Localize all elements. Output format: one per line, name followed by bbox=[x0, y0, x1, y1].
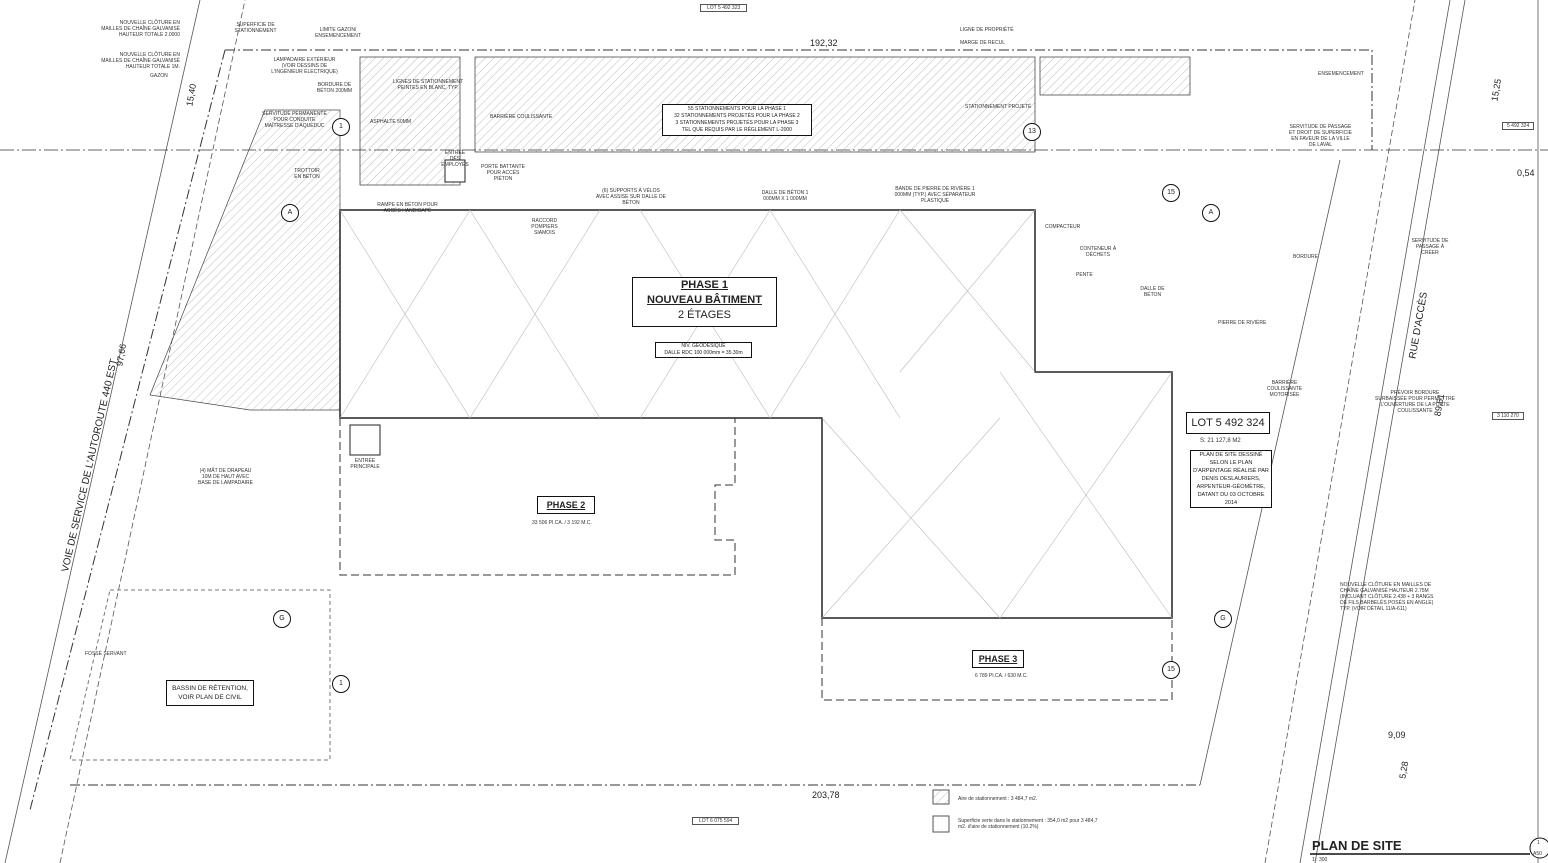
annotation: BANDE DE PIERRE DE RIVIÈRE 1 000mm (TYP.… bbox=[894, 186, 976, 204]
note-line: 32 STATIONNEMENTS PROJETÉS POUR LA PHASE… bbox=[674, 113, 800, 119]
annotation: LIMITE GAZON/ ENSEMENCEMENT bbox=[315, 27, 361, 39]
grid-bubble: 15 bbox=[1162, 184, 1180, 202]
annotation: ENTRÉE PRINCIPALE bbox=[350, 458, 380, 470]
annotation: SUPERFICIE DE STATIONNEMENT bbox=[234, 22, 277, 34]
legend-parking: Aire de stationnement : 3 484,7 m2. bbox=[958, 796, 1038, 802]
sheet-number: 1 bbox=[1537, 840, 1540, 846]
annotation: BARRIÈRE COULISSANTE bbox=[490, 114, 553, 120]
retention-basin-note: BASSIN DE RÉTENTION, VOIR PLAN DE CIVIL bbox=[166, 680, 254, 706]
annotation: LIGNE DE PROPRIÉTÉ bbox=[960, 27, 1014, 33]
annotation: TROTTOIR EN BÉTON bbox=[294, 168, 320, 180]
grid-bubble: 1 bbox=[332, 118, 350, 136]
annotation: SERVITUDE DE PASSAGE À CRÉER bbox=[1411, 238, 1449, 256]
annotation: DALLE DE BÉTON 1 000mm X 1 000mm bbox=[761, 190, 809, 202]
annotation: PENTE bbox=[1076, 272, 1093, 278]
survey-note: PLAN DE SITE DESSINÉ SELON LE PLAN D'ARP… bbox=[1190, 450, 1272, 508]
phase-2-outline bbox=[339, 418, 736, 576]
note-line: TEL QUE REQUIS PAR LE RÈGLEMENT L-2000 bbox=[682, 127, 792, 133]
drawing-title: PLAN DE SITE bbox=[1312, 838, 1402, 853]
annotation: (4) MÂT DE DRAPEAU 10m DE HAUT AVEC BASE… bbox=[198, 468, 253, 486]
annotation: LAMPADAIRE EXTÉRIEUR (VOIR DESSINS DE L'… bbox=[271, 57, 338, 75]
lot-box: LOT 5 492 324 bbox=[1186, 412, 1270, 434]
phase-3-outline bbox=[821, 618, 1173, 701]
building-phase-1 bbox=[339, 209, 1173, 619]
phase-1-box: PHASE 1 NOUVEAU BÂTIMENT 2 ÉTAGES bbox=[632, 277, 777, 327]
annotation: ENTRÉE DES EMPLOYÉS bbox=[441, 150, 469, 168]
drawing-scale: 1 : 300 bbox=[1312, 857, 1328, 863]
grid-bubble: 13 bbox=[1023, 123, 1041, 141]
phase-3-box: PHASE 3 bbox=[972, 650, 1024, 668]
annotation: SERVITUDE PERMANENTE POUR CONDUITE MAÎTR… bbox=[262, 111, 327, 129]
annotation: DALLE DE BÉTON bbox=[1140, 286, 1165, 298]
annotation: RACCORD POMPIERS SIAMOIS bbox=[531, 218, 558, 236]
sheet-ref: A50 bbox=[1533, 851, 1542, 857]
note-line: 3 STATIONNEMENTS PROJETÉS POUR LA PHASE … bbox=[675, 120, 799, 126]
phase-1-floors: 2 ÉTAGES bbox=[678, 309, 731, 321]
annotation: COMPACTEUR bbox=[1045, 224, 1081, 230]
annotation: PORTE BATTANTE POUR ACCÈS PIÉTON bbox=[481, 164, 525, 182]
phase-2-area: 33 506 PI.CA. / 3 192 M.C. bbox=[532, 520, 592, 526]
grid-bubble: 1 bbox=[332, 675, 350, 693]
lot-area: S: 21 127,8 m2 bbox=[1200, 438, 1241, 444]
dim-right-054: 0,54 bbox=[1517, 168, 1535, 178]
parking-count-note: 55 STATIONNEMENTS POUR LA PHASE 1 32 STA… bbox=[662, 104, 812, 136]
annotation: BORDURE bbox=[1293, 254, 1319, 260]
annotation: GAZON bbox=[150, 73, 168, 79]
phase-2-box: PHASE 2 bbox=[537, 496, 595, 514]
dim-top: 192,32 bbox=[810, 38, 838, 48]
geodetic-value: DALLE RDC 100 000mm = 35.30m bbox=[664, 350, 743, 356]
right-lot-ref: 5 492 324 bbox=[1502, 122, 1535, 130]
annotation: SERVITUDE DE PASSAGE ET DROIT DE SUPERFI… bbox=[1289, 124, 1352, 148]
annotation: BARRIÈRE COULISSANTE MOTORISÉE bbox=[1266, 380, 1303, 398]
dim-right-bottom: 9,09 bbox=[1388, 730, 1406, 740]
grid-bubble: A bbox=[1202, 204, 1220, 222]
annotation: MARGE DE RECUL bbox=[960, 40, 1006, 46]
grid-bubble: G bbox=[1214, 610, 1232, 628]
grid-bubble: 15 bbox=[1162, 661, 1180, 679]
legend-parking-swatch bbox=[932, 789, 950, 805]
annotation: PIERRE DE RIVIÈRE bbox=[1218, 320, 1267, 326]
annotation: BORDURE DE BÉTON 200mm bbox=[316, 82, 353, 94]
grid-bubble: A bbox=[281, 204, 299, 222]
annotation: PRÉVOIR BORDURE SURBAISSÉE POUR PERMETTR… bbox=[1375, 390, 1456, 414]
top-lot-ref: LOT 5 492 323 bbox=[700, 4, 748, 12]
phase-1-subtitle: NOUVEAU BÂTIMENT bbox=[647, 294, 762, 306]
annotation: NOUVELLE CLÔTURE EN MAILLES DE CHAÎNE GA… bbox=[101, 52, 180, 70]
retention-basin bbox=[69, 589, 331, 761]
right-lot-ref-2: 3 110 270 bbox=[1492, 412, 1524, 420]
legend-green: Superficie verte dans le stationnement :… bbox=[958, 818, 1098, 830]
phase-3-title: PHASE 3 bbox=[978, 654, 1018, 664]
annotation: FOSSÉ SERVANT bbox=[85, 651, 127, 657]
annotation: NOUVELLE CLÔTURE EN MAILLES DE CHAÎNE GA… bbox=[1340, 582, 1434, 612]
geodetic-label: NIV. GÉODÉSIQUE bbox=[681, 343, 726, 349]
annotation: RAMPE EN BÉTON POUR ACCÈS HANDICAPÉ bbox=[377, 202, 438, 214]
geodetic-box: NIV. GÉODÉSIQUE DALLE RDC 100 000mm = 35… bbox=[655, 342, 752, 358]
annotation: (6) SUPPORTS À VÉLOS AVEC ASSISE SUR DAL… bbox=[596, 188, 666, 206]
legend-green-swatch bbox=[932, 815, 950, 833]
phase-2-title: PHASE 2 bbox=[546, 500, 586, 510]
phase-3-area: 6 789 PI.CA. / 630 M.C. bbox=[975, 673, 1028, 679]
grid-bubble: G bbox=[273, 610, 291, 628]
left-road bbox=[4, 0, 246, 863]
annotation: STATIONNEMENT PROJETÉ bbox=[965, 104, 1032, 110]
annotation: CONTENEUR À DÉCHETS bbox=[1079, 246, 1117, 258]
annotation: ASPHALTE 50mm bbox=[370, 119, 412, 125]
annotation: ENSEMENCEMENT bbox=[1318, 71, 1364, 77]
dim-bottom: 203,78 bbox=[812, 790, 840, 800]
phase-1-title: PHASE 1 bbox=[680, 279, 729, 291]
bottom-lot-ref: LOT 6 075 594 bbox=[692, 817, 740, 825]
annotation: NOUVELLE CLÔTURE EN MAILLES DE CHAÎNE GA… bbox=[101, 20, 180, 38]
property-line bbox=[29, 49, 1373, 811]
parking-area-left bbox=[149, 109, 341, 411]
annotation: LIGNES DE STATIONNEMENT PEINTES EN BLANC… bbox=[392, 79, 464, 91]
note-line: 55 STATIONNEMENTS POUR LA PHASE 1 bbox=[688, 106, 786, 112]
